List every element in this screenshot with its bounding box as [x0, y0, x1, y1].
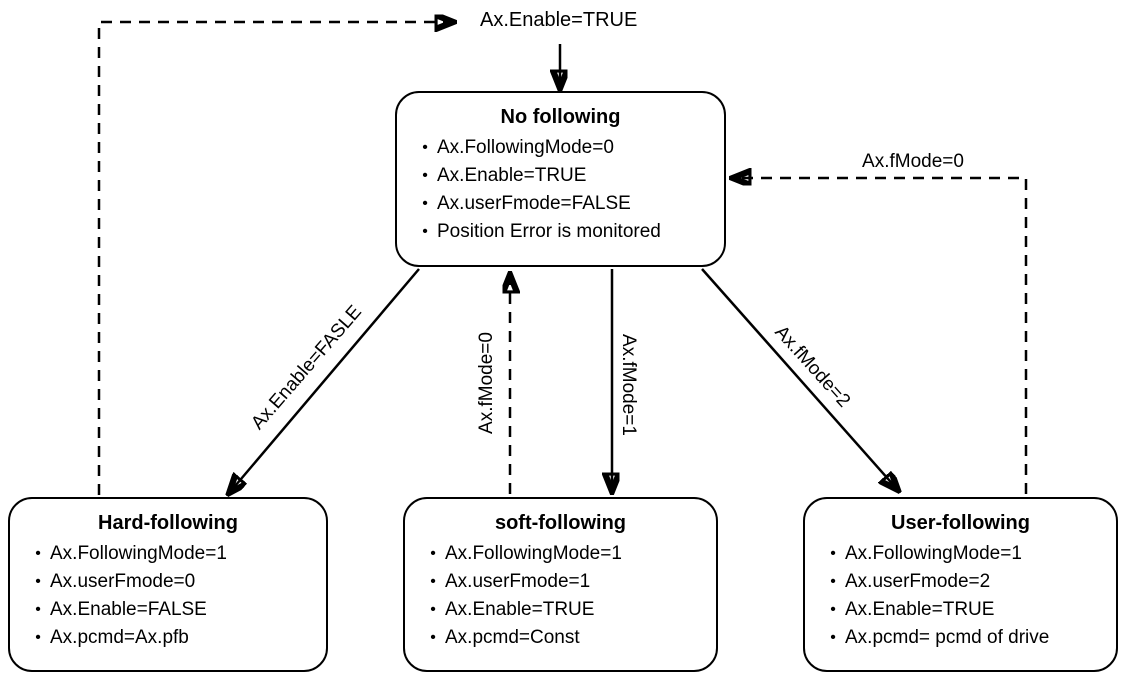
bullet-text: Ax.Enable=TRUE	[845, 599, 995, 620]
state-bullets-user-following: • Ax.FollowingMode=1 • Ax.userFmode=2 • …	[805, 540, 1116, 652]
bullet-text: Ax.pcmd= pcmd of drive	[845, 627, 1050, 648]
list-item: • Ax.Enable=TRUE	[805, 596, 1116, 624]
bullet-marker: •	[430, 601, 436, 618]
list-item: • Ax.pcmd=Const	[405, 624, 716, 652]
bullet-text: Ax.FollowingMode=1	[445, 543, 622, 564]
list-item: • Ax.userFmode=FALSE	[397, 190, 724, 218]
list-item: • Ax.userFmode=1	[405, 568, 716, 596]
bullet-text: Ax.userFmode=1	[445, 571, 591, 592]
bullet-marker: •	[422, 139, 428, 156]
state-title-user-following: User-following	[891, 512, 1030, 534]
list-item: • Ax.FollowingMode=1	[405, 540, 716, 568]
bullet-text: Ax.FollowingMode=1	[845, 543, 1022, 564]
bullet-marker: •	[35, 545, 41, 562]
list-item: • Position Error is monitored	[397, 218, 724, 246]
list-item: • Ax.userFmode=2	[805, 568, 1116, 596]
bullet-marker: •	[830, 629, 836, 646]
state-bullets-no-following: • Ax.FollowingMode=0 • Ax.Enable=TRUE • …	[397, 134, 724, 246]
edge-no-to-user-following	[701, 268, 897, 489]
state-box-no-following: No following • Ax.FollowingMode=0 • Ax.E…	[395, 91, 726, 267]
bullet-text: Ax.pcmd=Const	[445, 627, 580, 648]
bullet-marker: •	[35, 573, 41, 590]
bullet-text: Ax.Enable=TRUE	[445, 599, 595, 620]
bullet-text: Ax.userFmode=0	[50, 571, 196, 592]
list-item: • Ax.Enable=TRUE	[397, 162, 724, 190]
edge-no-to-hard-following	[230, 268, 420, 492]
bullet-marker: •	[830, 601, 836, 618]
state-box-hard-following: Hard-following • Ax.FollowingMode=1 • Ax…	[8, 497, 328, 672]
list-item: • Ax.Enable=FALSE	[10, 596, 326, 624]
bullet-marker: •	[430, 629, 436, 646]
list-item: • Ax.FollowingMode=0	[397, 134, 724, 162]
bullet-text: Ax.pcmd=Ax.pfb	[50, 627, 189, 648]
bullet-text: Position Error is monitored	[437, 221, 661, 242]
bullet-marker: •	[830, 545, 836, 562]
bullet-text: Ax.FollowingMode=0	[437, 137, 614, 158]
transition-label-enable-true: Ax.Enable=TRUE	[480, 9, 638, 31]
bullet-marker: •	[830, 573, 836, 590]
transition-label-fmode1-no-to-soft: Ax.fMode=1	[618, 334, 639, 436]
state-bullets-hard-following: • Ax.FollowingMode=1 • Ax.userFmode=0 • …	[10, 540, 326, 652]
bullet-text: Ax.userFmode=2	[845, 571, 991, 592]
bullet-text: Ax.userFmode=FALSE	[437, 193, 631, 214]
state-box-user-following: User-following • Ax.FollowingMode=1 • Ax…	[803, 497, 1118, 672]
bullet-marker: •	[422, 223, 428, 240]
bullet-marker: •	[422, 167, 428, 184]
list-item: • Ax.pcmd= pcmd of drive	[805, 624, 1116, 652]
bullet-marker: •	[422, 195, 428, 212]
bullet-marker: •	[35, 629, 41, 646]
bullet-marker: •	[430, 573, 436, 590]
state-title-hard-following: Hard-following	[98, 512, 238, 534]
list-item: • Ax.FollowingMode=1	[805, 540, 1116, 568]
list-item: • Ax.pcmd=Ax.pfb	[10, 624, 326, 652]
list-item: • Ax.FollowingMode=1	[10, 540, 326, 568]
transition-label-fmode0-soft-to-no: Ax.fMode=0	[476, 332, 497, 434]
bullet-text: Ax.Enable=TRUE	[437, 165, 587, 186]
bullet-marker: •	[35, 601, 41, 618]
list-item: • Ax.Enable=TRUE	[405, 596, 716, 624]
bullet-marker: •	[430, 545, 436, 562]
edge-hard-to-enable-true-dashed	[97, 22, 452, 495]
state-bullets-soft-following: • Ax.FollowingMode=1 • Ax.userFmode=1 • …	[405, 540, 716, 652]
state-box-soft-following: soft-following • Ax.FollowingMode=1 • Ax…	[403, 497, 718, 672]
edge-user-to-no-following-dashed	[734, 178, 1028, 494]
bullet-text: Ax.Enable=FALSE	[50, 599, 207, 620]
state-title-soft-following: soft-following	[494, 512, 627, 534]
bullet-text: Ax.FollowingMode=1	[50, 543, 227, 564]
transition-label-fmode0-user-to-no: Ax.fMode=0	[862, 151, 964, 172]
state-title-no-following: No following	[500, 106, 621, 128]
list-item: • Ax.userFmode=0	[10, 568, 326, 596]
